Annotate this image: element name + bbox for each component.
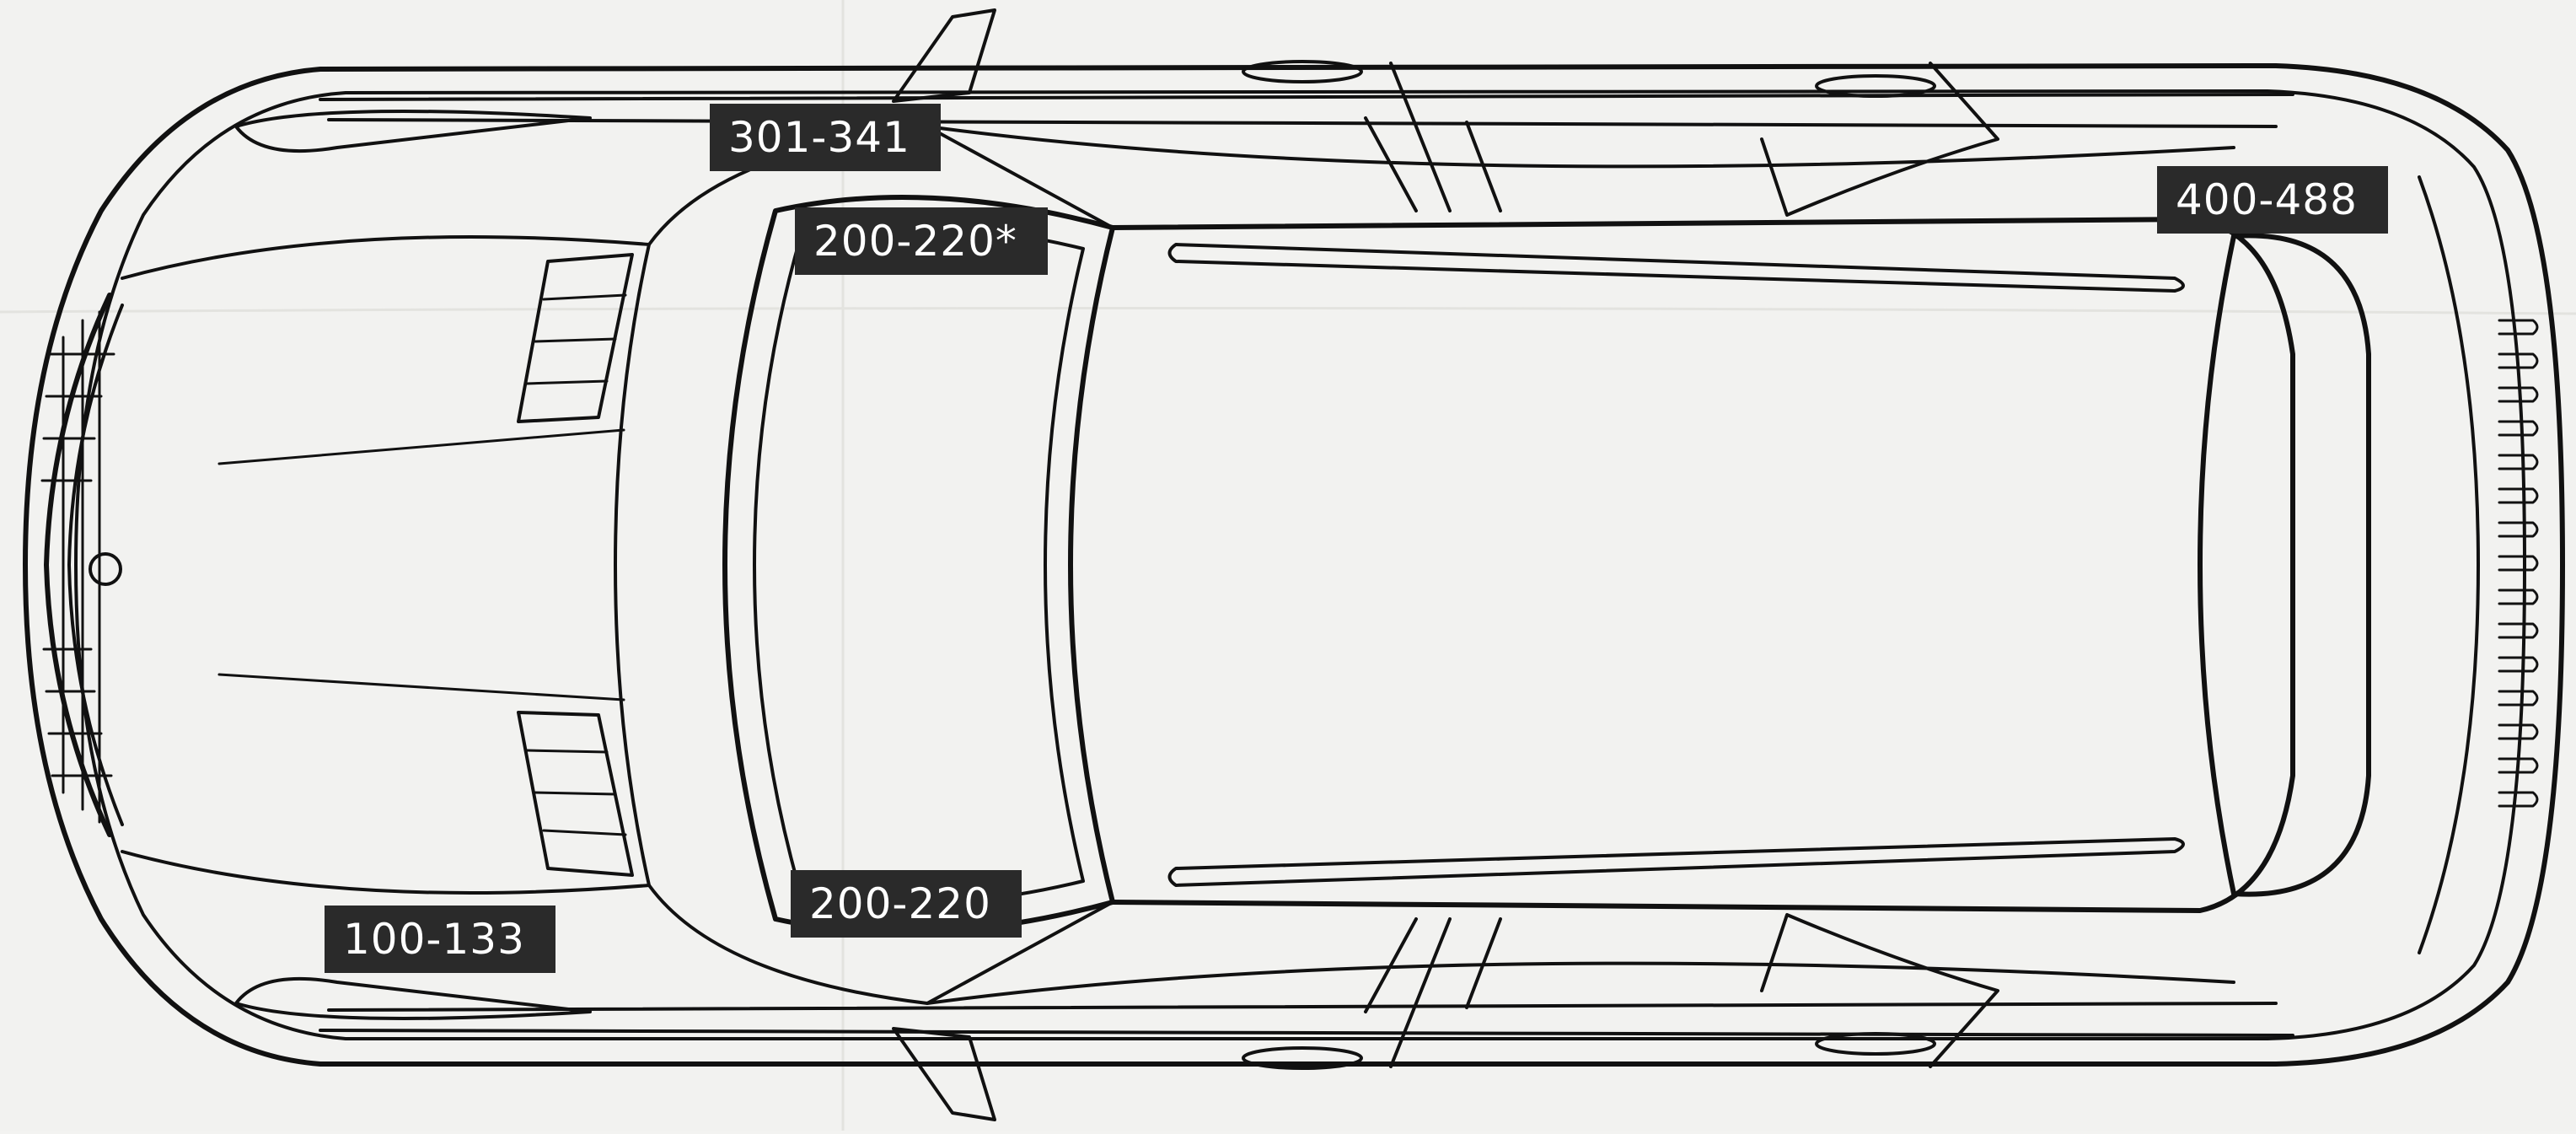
grille-mesh: [40, 310, 115, 824]
door-handle-upper-front: [1242, 60, 1363, 83]
upper-sill-inner: [327, 118, 2278, 128]
grille-inner: [67, 304, 124, 826]
mirror-right: [892, 1027, 996, 1121]
door-line-upper-rear: [1760, 62, 1999, 217]
roof-panel: [1110, 217, 2295, 913]
lower-sill: [319, 1029, 2294, 1037]
part-number-label-roof-front: 301-341: [710, 104, 941, 171]
part-number-label-windshield-upper: 200-220*: [795, 207, 1048, 275]
door-line-lower-rear: [1760, 913, 1999, 1068]
hood-vent-upper: [517, 253, 634, 423]
fender-line-lower: [926, 961, 2235, 1005]
roof-rail-lower: [1167, 837, 2185, 887]
door-handle-lower-front: [1242, 1046, 1363, 1070]
lower-sill-inner: [327, 1002, 2278, 1012]
rear-window: [2198, 233, 2371, 897]
a-pillar-lower: [647, 884, 1114, 1005]
roof-rail-upper: [1167, 243, 2185, 293]
hood-outline: [121, 235, 651, 895]
door-handle-lower-rear: [1815, 1032, 1936, 1056]
body-outline: [23, 63, 2565, 1067]
rear-hatch-edge: [2418, 175, 2480, 954]
door-line-upper-front: [1364, 62, 1502, 212]
headlight-upper: [234, 110, 592, 153]
door-handle-upper-rear: [1815, 74, 1936, 98]
upper-sill: [319, 93, 2294, 101]
fender-line-upper: [926, 125, 2235, 169]
hood-crease-lower: [217, 673, 625, 701]
grille-frame: [44, 293, 112, 837]
rear-bumper-ribs: [2498, 319, 2539, 808]
part-number-label-front: 100-133: [325, 906, 555, 973]
hood-vent-lower: [517, 711, 634, 877]
hood-crease-upper: [217, 428, 625, 465]
mirror-left: [892, 8, 996, 103]
door-line-lower-front: [1364, 917, 1502, 1068]
hood-emblem: [89, 552, 122, 586]
headlight-lower: [234, 976, 592, 1020]
paper-fold-horizontal: [0, 306, 2576, 315]
windshield-inner: [753, 224, 1085, 906]
part-number-label-windshield-lower: 200-220: [791, 870, 1022, 938]
part-number-label-rear: 400-488: [2157, 166, 2388, 234]
